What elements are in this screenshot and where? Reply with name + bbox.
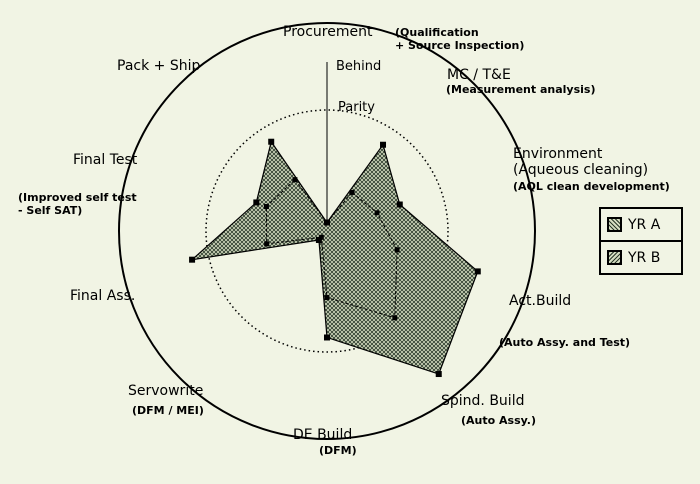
axis-label-procurement: Procurement bbox=[283, 24, 373, 40]
axis-label-environment: Environment (Aqueous cleaning) bbox=[513, 146, 649, 179]
marker-yr-b-1 bbox=[349, 189, 355, 195]
axis-label-final-ass: Final Ass. bbox=[70, 288, 136, 304]
marker-yr-b-2 bbox=[374, 210, 380, 216]
marker-yr-a-2 bbox=[396, 201, 403, 208]
marker-yr-a-5 bbox=[324, 334, 330, 341]
axis-sub-spind-build: (Auto Assy.) bbox=[461, 414, 536, 427]
axis-sub-de-build: (DFM) bbox=[319, 444, 357, 457]
axis-sub-environment: (AQL clean development) bbox=[513, 180, 670, 193]
legend-swatch-yr-b bbox=[607, 250, 622, 265]
marker-yr-b-4 bbox=[392, 315, 398, 321]
axis-label-pack-ship: Pack + Ship bbox=[117, 58, 201, 74]
outer-ring bbox=[118, 22, 536, 440]
series-layer bbox=[189, 138, 481, 378]
parity-label: Parity bbox=[338, 100, 375, 115]
marker-yr-a-4 bbox=[435, 371, 442, 378]
marker-yr-b-7 bbox=[264, 241, 270, 247]
marker-yr-a-9 bbox=[268, 138, 275, 145]
axis-label-spind-build: Spind. Build bbox=[441, 393, 525, 409]
legend: YR A YR B bbox=[599, 207, 683, 275]
marker-yr-b-3 bbox=[394, 247, 400, 253]
axis-label-de-build: DE Build bbox=[293, 427, 353, 443]
axis-label-servowrite: Servowrite bbox=[128, 383, 204, 399]
marker-yr-b-6 bbox=[318, 234, 324, 240]
axis-label-final-test: Final Test bbox=[73, 152, 138, 168]
legend-label-yr-a: YR A bbox=[628, 216, 661, 233]
axis-label-mc-te: MC / T&E bbox=[447, 67, 511, 83]
axis-sub-procurement: (Qualification + Source Inspection) bbox=[395, 26, 525, 52]
parity-ring bbox=[205, 109, 449, 353]
axis-sub-servowrite: (DFM / MEI) bbox=[132, 404, 204, 417]
axis-label-act-build: Act.Build bbox=[509, 293, 572, 309]
marker-yr-a-1 bbox=[380, 141, 387, 148]
marker-yr-a-6 bbox=[315, 236, 322, 243]
marker-yr-a-3 bbox=[474, 268, 481, 275]
axis-sub-mc-te: (Measurement analysis) bbox=[446, 83, 596, 96]
marker-yr-b-0 bbox=[324, 220, 330, 226]
marker-yr-a-7 bbox=[189, 256, 196, 263]
marker-yr-a-8 bbox=[253, 199, 260, 206]
marker-yr-b-9 bbox=[292, 177, 298, 183]
legend-swatch-yr-a bbox=[607, 217, 622, 232]
legend-item-yr-a: YR A bbox=[601, 209, 681, 240]
behind-label: Behind bbox=[336, 59, 382, 74]
axis-sub-act-build: (Auto Assy. and Test) bbox=[499, 336, 631, 349]
legend-item-yr-b: YR B bbox=[601, 240, 681, 273]
marker-yr-b-5 bbox=[324, 295, 330, 301]
marker-yr-b-8 bbox=[263, 204, 269, 210]
legend-label-yr-b: YR B bbox=[628, 249, 661, 266]
axis-sub-final-test: (Improved self test - Self SAT) bbox=[18, 191, 137, 217]
